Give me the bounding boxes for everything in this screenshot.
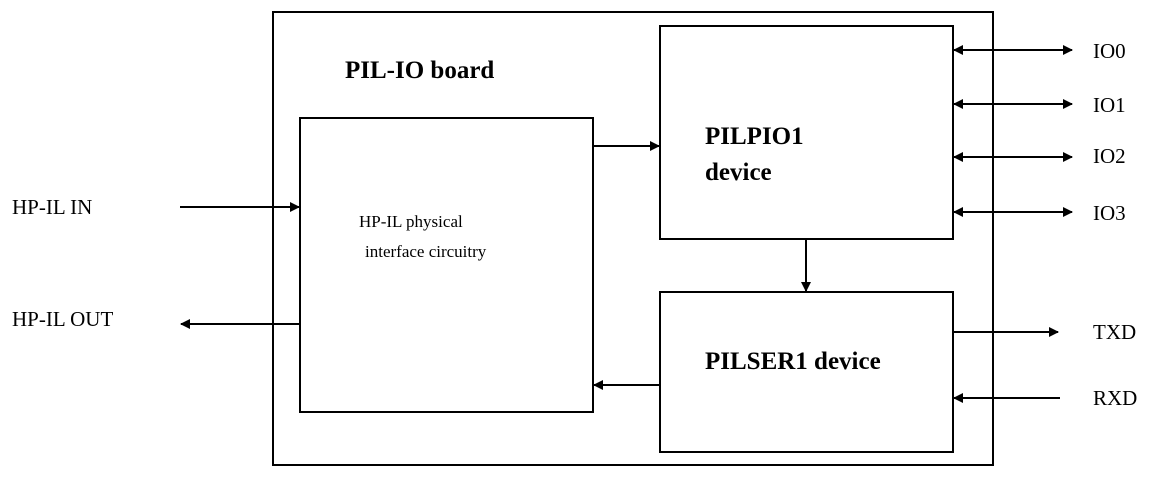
hpil-out-label: HP-IL OUT — [12, 307, 114, 331]
hpil-interface-block — [299, 117, 594, 413]
rxd-label: RXD — [1093, 386, 1138, 410]
pilser1-label: PILSER1 device — [705, 348, 881, 375]
pilpio1-label-line2: device — [705, 159, 772, 186]
pil-io-board-outline — [272, 11, 994, 466]
io3-label: IO3 — [1093, 201, 1126, 225]
board-title: PIL-IO board — [345, 57, 495, 84]
pilpio1-label-line1: PILPIO1 — [705, 123, 804, 150]
txd-label: TXD — [1093, 320, 1137, 344]
hpil-block-label-line1: HP-IL physical — [359, 212, 463, 231]
io1-label: IO1 — [1093, 93, 1126, 117]
io0-label: IO0 — [1093, 39, 1126, 63]
io2-label: IO2 — [1093, 144, 1126, 168]
pilser1-block — [659, 291, 954, 453]
hpil-in-label: HP-IL IN — [12, 195, 93, 219]
hpil-block-label-line2: interface circuitry — [365, 242, 487, 261]
pilpio1-block — [659, 25, 954, 240]
